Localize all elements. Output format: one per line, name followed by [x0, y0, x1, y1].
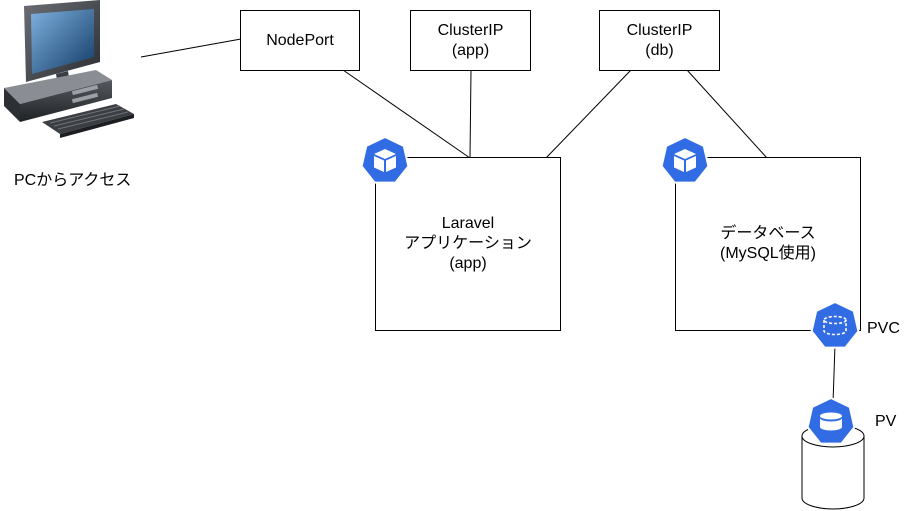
- db-pod-line1: データベース: [720, 225, 816, 242]
- app-pod-line1: Laravel: [441, 215, 495, 232]
- pvc-label: PVC: [867, 320, 900, 337]
- pc-label: PCからアクセス: [14, 172, 132, 189]
- app-pod-icon: [360, 135, 410, 184]
- clusterip-app-subtitle: (app): [451, 41, 490, 59]
- connector-clusterip-db-db: [686, 69, 768, 159]
- clusterip-db-subtitle: (db): [645, 41, 674, 59]
- clusterip-db-title: ClusterIP: [626, 21, 693, 39]
- connector-clusterip-db-app: [545, 69, 632, 159]
- clusterip-app-service-box[interactable]: ClusterIP (app): [410, 10, 531, 71]
- app-pod-line3: (app): [449, 255, 487, 272]
- app-pod-box[interactable]: Laravel アプリケーション (app): [375, 157, 561, 331]
- db-pod-box[interactable]: データベース (MySQL使用): [675, 157, 861, 331]
- nodeport-label: NodePort: [266, 31, 334, 49]
- db-pod-icon: [660, 135, 710, 184]
- connector-pc-nodeport: [140, 38, 242, 58]
- connector-pvc-pv: [832, 344, 836, 404]
- pvc-icon: [810, 300, 860, 349]
- connector-nodeport-app: [342, 69, 471, 159]
- clusterip-db-service-box[interactable]: ClusterIP (db): [599, 10, 720, 71]
- app-pod-line2: アプリケーション: [404, 235, 532, 252]
- pv-label: PV: [875, 413, 897, 430]
- db-pod-line2: (MySQL使用): [719, 245, 816, 262]
- pv-icon: [806, 396, 856, 445]
- nodeport-service-box[interactable]: NodePort: [240, 10, 360, 71]
- desktop-computer-icon: [4, 0, 134, 138]
- clusterip-app-title: ClusterIP: [437, 21, 504, 39]
- connector-clusterip-app-app: [469, 69, 472, 159]
